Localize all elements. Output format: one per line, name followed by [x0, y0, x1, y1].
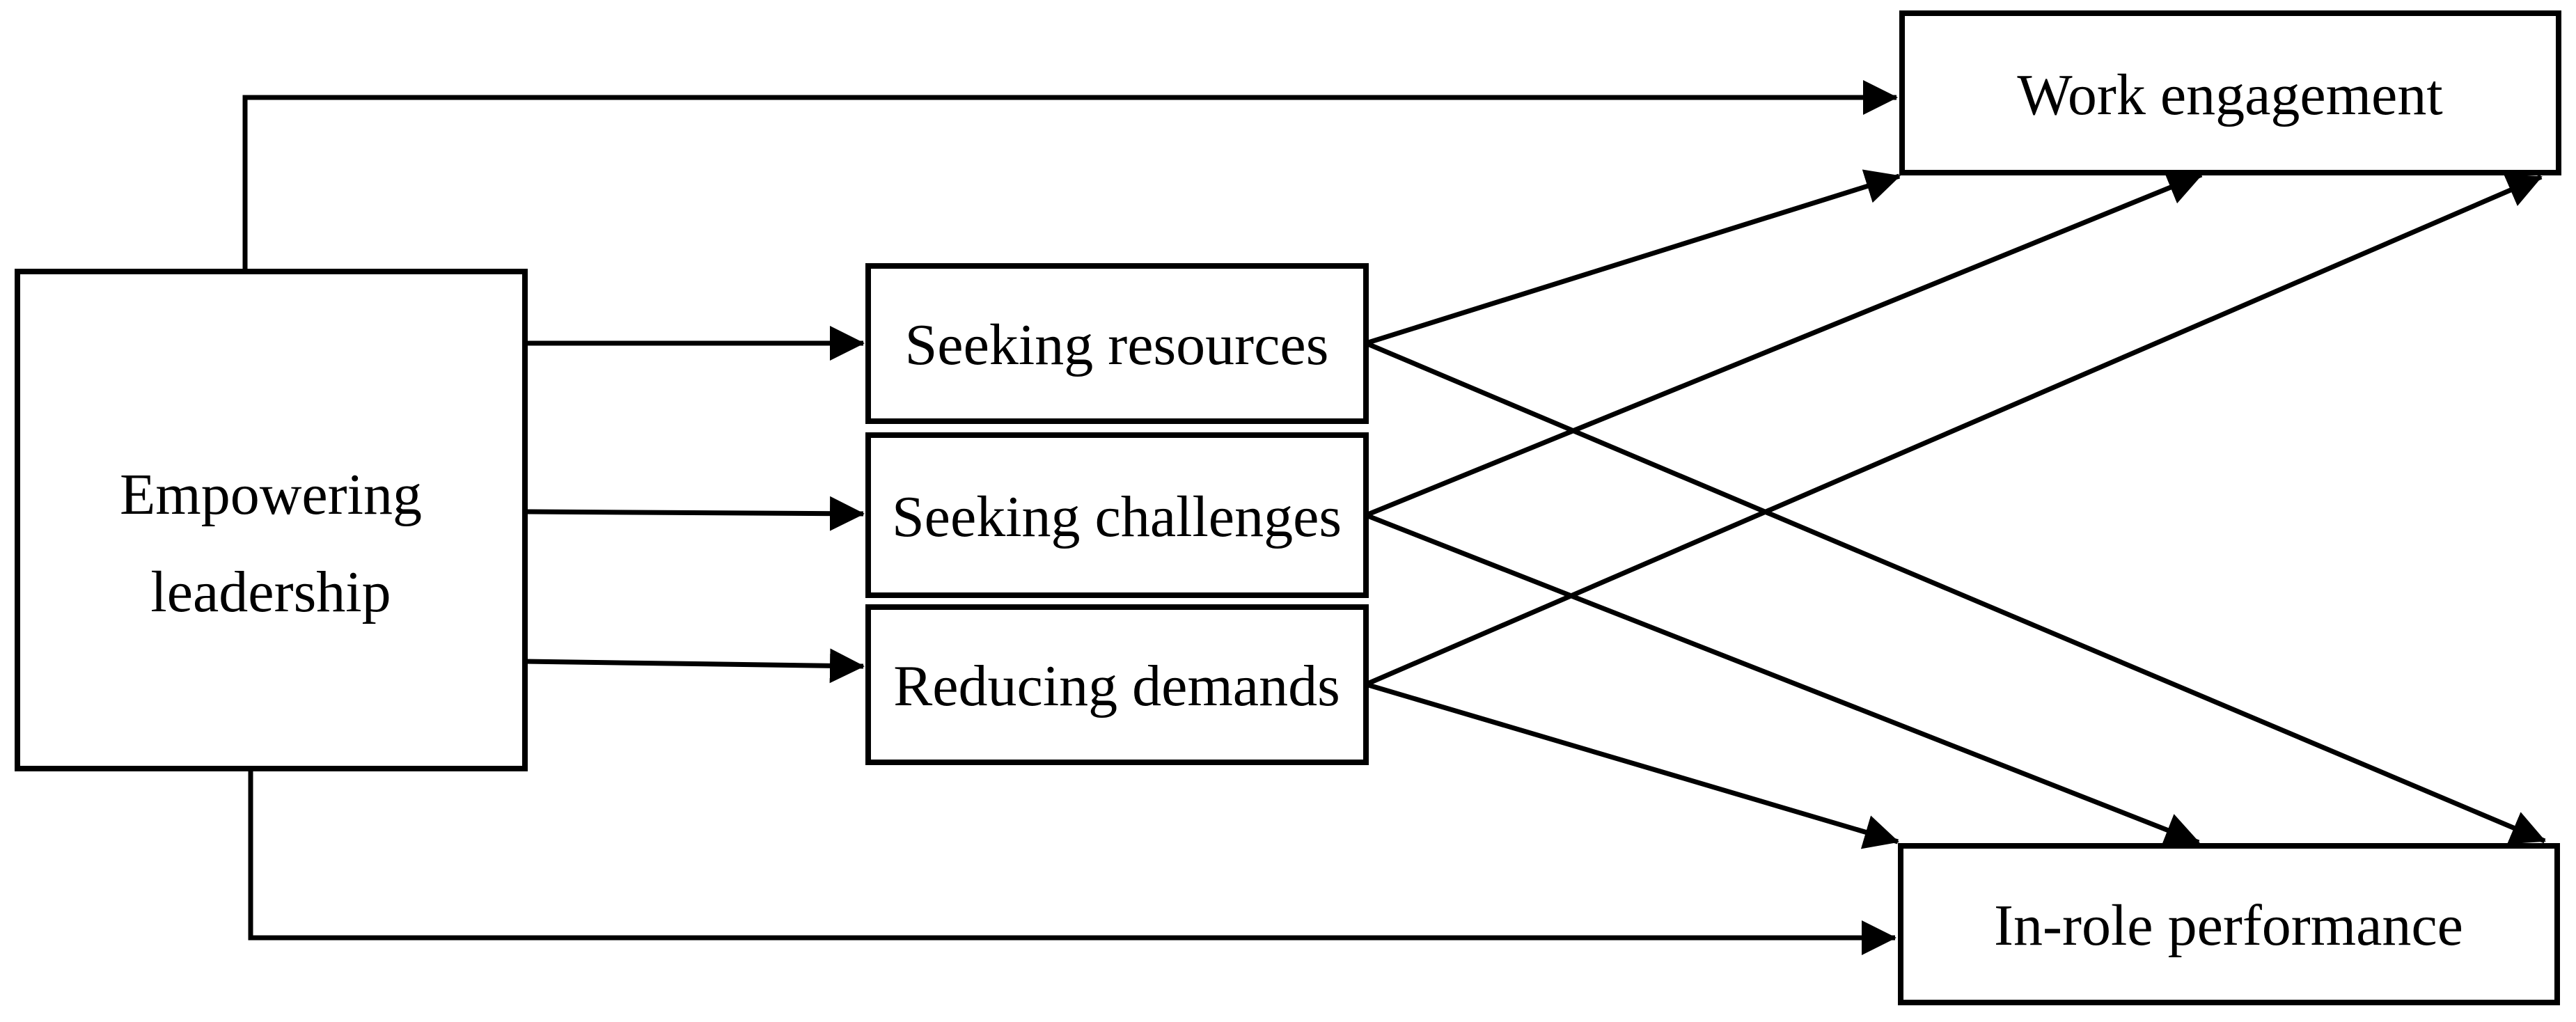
node-reducing-demands: Reducing demands [865, 604, 1369, 765]
node-in-role-performance: In-role performance [1898, 843, 2560, 1005]
seeking-challenges-label: Seeking challenges [892, 485, 1342, 549]
empowering-leadership-label-line2: leadership [150, 560, 391, 624]
edge-reducing-demands-to-work-engagement [1365, 174, 2543, 687]
edge-seeking-resources-to-work-engagement [1365, 169, 1901, 346]
reducing-demands-box [865, 604, 1369, 765]
reducing-demands-label: Reducing demands [893, 654, 1340, 718]
edge-empowering-to-reducing-demands [524, 648, 865, 684]
work-engagement-box [1899, 10, 2561, 175]
edge-seeking-challenges-to-work-engagement [1365, 171, 2203, 518]
empowering-leadership-box [15, 269, 528, 771]
node-empowering-leadership: Empowering leadership [15, 269, 528, 771]
edge-empowering-to-in-role-performance [248, 769, 1896, 955]
in-role-performance-label: In-role performance [1994, 893, 2463, 958]
edge-reducing-demands-to-in-role-performance [1365, 682, 1899, 849]
node-seeking-resources: Seeking resources [865, 263, 1369, 424]
seeking-challenges-box [865, 432, 1369, 598]
empowering-leadership-label-line1: Empowering [120, 462, 422, 527]
work-engagement-label: Work engagement [2017, 63, 2442, 127]
seeking-resources-box [865, 263, 1369, 424]
seeking-resources-label: Seeking resources [905, 313, 1329, 377]
edge-seeking-resources-to-in-role-performance [1365, 340, 2546, 844]
node-work-engagement: Work engagement [1899, 10, 2561, 175]
edge-empowering-to-work-engagement [242, 80, 1898, 272]
edge-empowering-to-seeking-challenges [524, 496, 865, 531]
node-seeking-challenges: Seeking challenges [865, 432, 1369, 598]
edge-seeking-challenges-to-in-role-performance [1365, 512, 2200, 847]
in-role-performance-box [1898, 843, 2560, 1005]
